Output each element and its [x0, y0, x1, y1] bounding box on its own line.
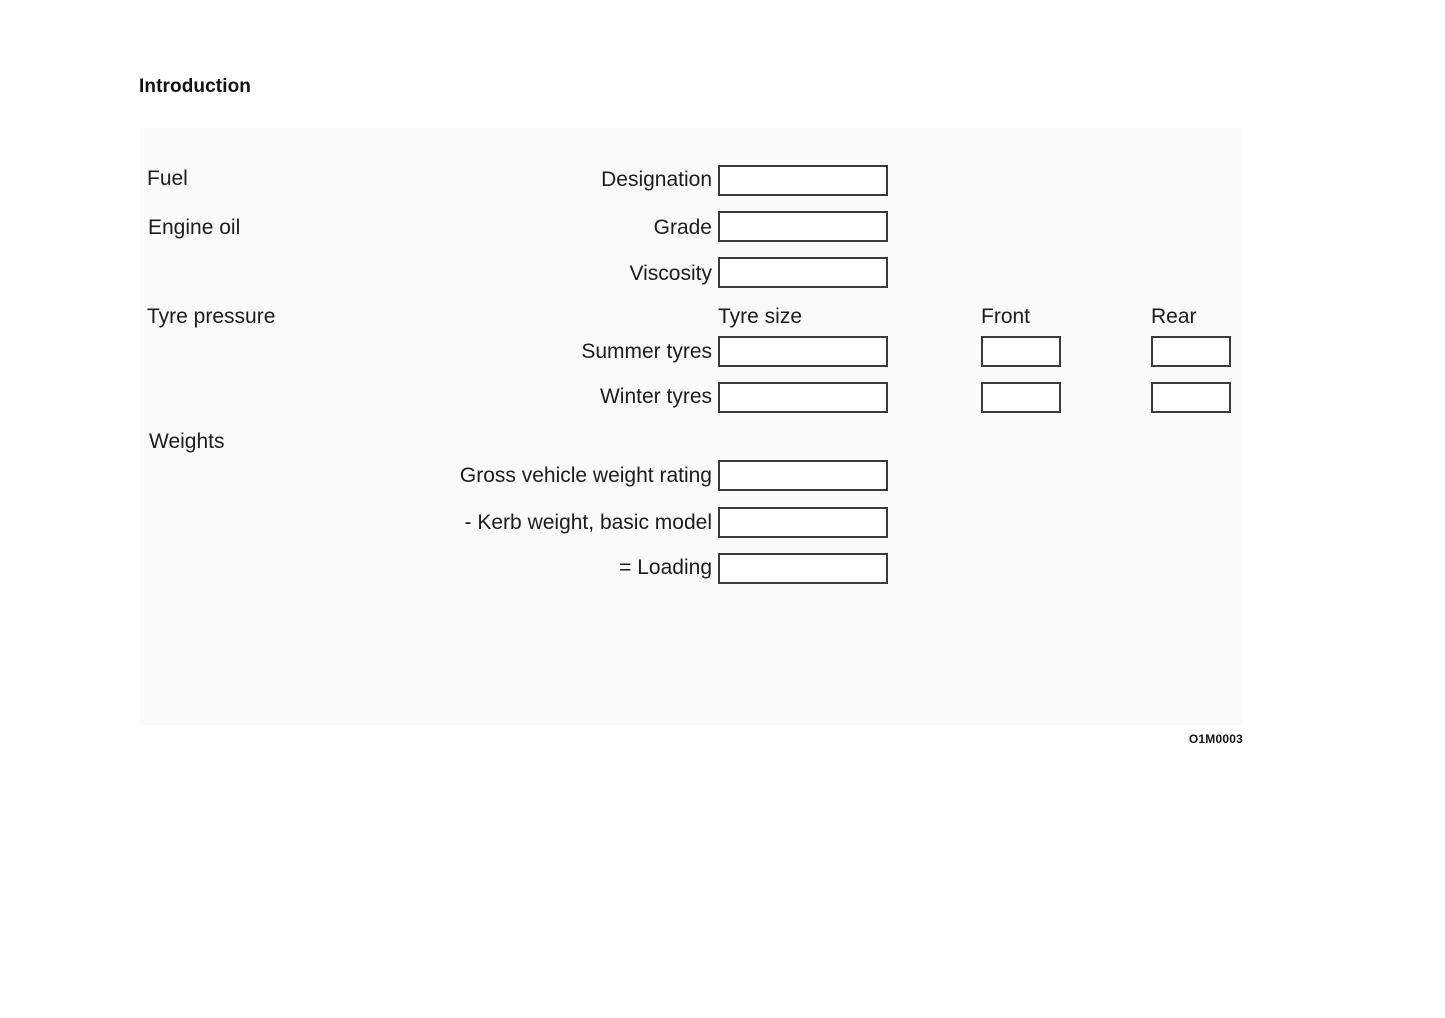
input-grade[interactable] — [718, 211, 888, 242]
input-winter-tyre-size[interactable] — [718, 382, 888, 413]
input-summer-tyre-size[interactable] — [718, 336, 888, 367]
row-label-winter-tyres: Winter tyres — [599, 385, 712, 408]
input-winter-front-pressure[interactable] — [981, 382, 1061, 413]
input-kerb-weight-basic-model[interactable] — [718, 507, 888, 538]
section-label-weights: Weights — [149, 430, 225, 453]
input-winter-rear-pressure[interactable] — [1151, 382, 1231, 413]
input-designation[interactable] — [718, 165, 888, 196]
specification-form-panel: Fuel Designation Engine oil Grade Viscos… — [140, 128, 1243, 746]
field-label-gross-vehicle-weight-rating: Gross vehicle weight rating — [459, 464, 712, 487]
field-label-loading: = Loading — [619, 556, 712, 579]
input-viscosity[interactable] — [718, 257, 888, 288]
column-header-rear: Rear — [1151, 305, 1197, 328]
input-gross-vehicle-weight-rating[interactable] — [718, 460, 888, 491]
page-title: Introduction — [139, 76, 252, 97]
field-label-kerb-weight-basic-model: - Kerb weight, basic model — [464, 511, 712, 534]
row-label-summer-tyres: Summer tyres — [581, 340, 712, 363]
field-label-designation: Designation — [601, 168, 712, 191]
input-summer-front-pressure[interactable] — [981, 336, 1061, 367]
field-label-viscosity: Viscosity — [629, 262, 712, 285]
field-label-grade: Grade — [653, 216, 712, 239]
column-header-front: Front — [981, 305, 1031, 328]
section-label-fuel: Fuel — [147, 167, 188, 190]
input-summer-rear-pressure[interactable] — [1151, 336, 1231, 367]
section-label-engine-oil: Engine oil — [148, 216, 241, 239]
section-label-tyre-pressure: Tyre pressure — [147, 305, 276, 328]
column-header-tyre-size: Tyre size — [718, 305, 803, 328]
input-loading[interactable] — [718, 553, 888, 584]
figure-reference-code: O1M0003 — [1188, 732, 1243, 746]
